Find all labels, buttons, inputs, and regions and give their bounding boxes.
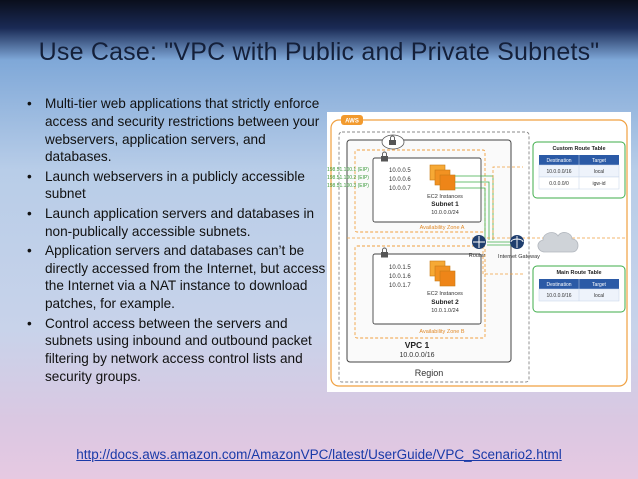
az-a-label: Availability Zone A [420,225,465,231]
bullet-item: Multi-tier web applications that strictl… [24,95,330,166]
custom-route-table-title: Custom Route Table [552,146,605,152]
custom-route-table-cell: 10.0.0.0/16 [546,169,571,175]
vpc-cloud-lock-icon [381,134,405,150]
ec2-instances-icon [429,260,456,287]
subnet-2-ip: 10.0.1.5 [389,265,411,271]
aws-cloud-border [330,119,628,387]
documentation-link[interactable]: http://docs.aws.amazon.com/AmazonVPC/lat… [76,447,562,462]
custom-route-table: Custom Route Table Destination Target 10… [532,141,626,199]
subnet-1-cidr: 10.0.0.0/24 [431,210,459,216]
subnet-1-ip: 10.0.0.6 [389,177,411,183]
region-border [338,131,530,383]
main-route-table-cell: local [594,293,604,299]
custom-route-table-cell: 0.0.0.0/0 [549,181,569,187]
region-label: Region [415,368,444,378]
az-b-label: Availability Zone B [419,329,464,335]
custom-route-table-header: Target [592,158,607,164]
aws-label: AWS [345,119,359,125]
bullet-item: Launch webservers in a publicly accessib… [24,168,330,204]
bullet-item: Launch application servers and databases… [24,205,330,241]
main-route-table-header: Target [592,282,607,288]
vpc-name: VPC 1 [405,340,430,350]
vpc-architecture-diagram: AWS Region VPC 1 10.0.0.0/16 Availabilit… [327,112,631,392]
slide-title: Use Case: "VPC with Public and Private S… [38,38,600,66]
subnet-1-ip: 10.0.0.7 [389,186,411,192]
elastic-ip: 198.51.100.2 (EIP) [327,175,369,181]
main-route-table: Main Route Table Destination Target 10.0… [532,265,626,313]
router-label: Router [469,253,486,259]
subnet-1-instances-label: EC2 Instances [427,194,463,200]
elastic-ip: 198.51.100.1 (EIP) [327,167,369,173]
subnet-1-box [372,157,482,223]
subnet-2-lock-icon [381,247,388,258]
subnet-2-cidr: 10.0.1.0/24 [431,308,459,314]
subnet-1-lock-icon [381,151,388,162]
bullet-list: Multi-tier web applications that strictl… [24,95,330,387]
subnet-1-ip: 10.0.0.5 [389,168,411,174]
subnet-2-ip: 10.0.1.6 [389,274,411,280]
custom-route-table-header: Destination [546,158,571,164]
internet-gateway-icon [510,235,524,249]
subnet-2-instances-label: EC2 Instances [427,291,463,297]
internet-cloud-icon [537,232,579,253]
main-route-table-title: Main Route Table [556,270,601,276]
custom-route-table-cell: local [594,169,604,175]
bullet-item: Application servers and databases can’t … [24,242,330,313]
elastic-ip: 198.51.100.3 (EIP) [327,183,369,189]
ec2-instances-icon [429,164,456,191]
subnet-1-name: Subnet 1 [431,201,459,208]
aws-badge [341,115,363,125]
internet-gateway-label: Internet Gateway [498,254,540,260]
bullet-item: Control access between the servers and s… [24,315,330,386]
router-icon [472,235,486,249]
subnet-2-ip: 10.0.1.7 [389,283,411,289]
vpc-cidr: 10.0.0.0/16 [399,352,434,359]
availability-zone-b [354,245,486,339]
subnet-2-name: Subnet 2 [431,299,459,306]
custom-route-table-cell: igw-id [592,181,605,187]
main-route-table-cell: 10.0.0.0/16 [546,293,571,299]
main-route-table-header: Destination [546,282,571,288]
